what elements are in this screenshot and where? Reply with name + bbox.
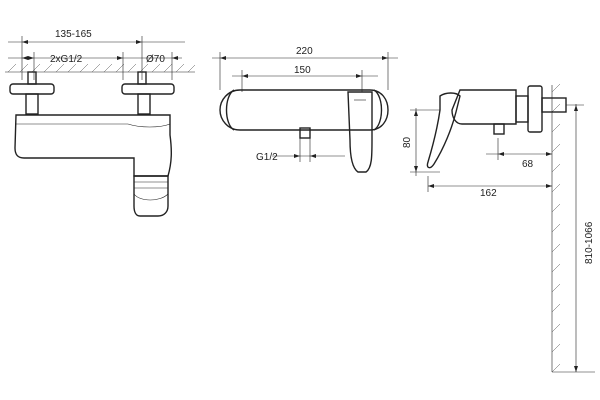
side-depth-dimension: 68 — [486, 138, 552, 170]
top-mixer-body — [219, 89, 389, 173]
front-spacing-label: 135-165 — [55, 29, 92, 40]
side-height-dimension: 80 — [402, 108, 440, 176]
top-inner-dimension: 150 — [232, 65, 378, 92]
side-depth-label: 68 — [522, 159, 534, 170]
wall-height-dimension: 810-1066 — [566, 104, 595, 372]
front-view: 135-165 2xG1/2 Ø70 — [5, 29, 196, 217]
front-diameter-label: Ø70 — [146, 54, 165, 65]
side-height-label: 80 — [402, 136, 413, 148]
top-total-dimension: 220 — [212, 46, 398, 90]
front-thread-dimension: 2xG1/2 — [8, 52, 112, 80]
side-wall — [551, 83, 561, 373]
side-view: 80 68 162 810-1066 — [402, 83, 595, 373]
wall-height-label: 810-1066 — [584, 221, 595, 264]
side-total-dimension: 162 — [427, 176, 552, 199]
front-wall-hatch — [5, 63, 196, 73]
side-mixer-body — [426, 85, 567, 169]
front-diameter-dimension: Ø70 — [112, 52, 182, 80]
bottom-thread-dimension: G1/2 — [256, 138, 345, 163]
front-thread-label: 2xG1/2 — [50, 54, 83, 65]
top-total-label: 220 — [296, 46, 313, 57]
bottom-thread-label: G1/2 — [256, 152, 278, 163]
top-view: 220 150 G1/2 — [212, 46, 398, 173]
top-inner-label: 150 — [294, 65, 311, 76]
side-total-label: 162 — [480, 188, 497, 199]
front-right-connector — [121, 71, 175, 115]
front-left-connector — [9, 71, 55, 115]
front-mixer-body — [14, 114, 173, 217]
